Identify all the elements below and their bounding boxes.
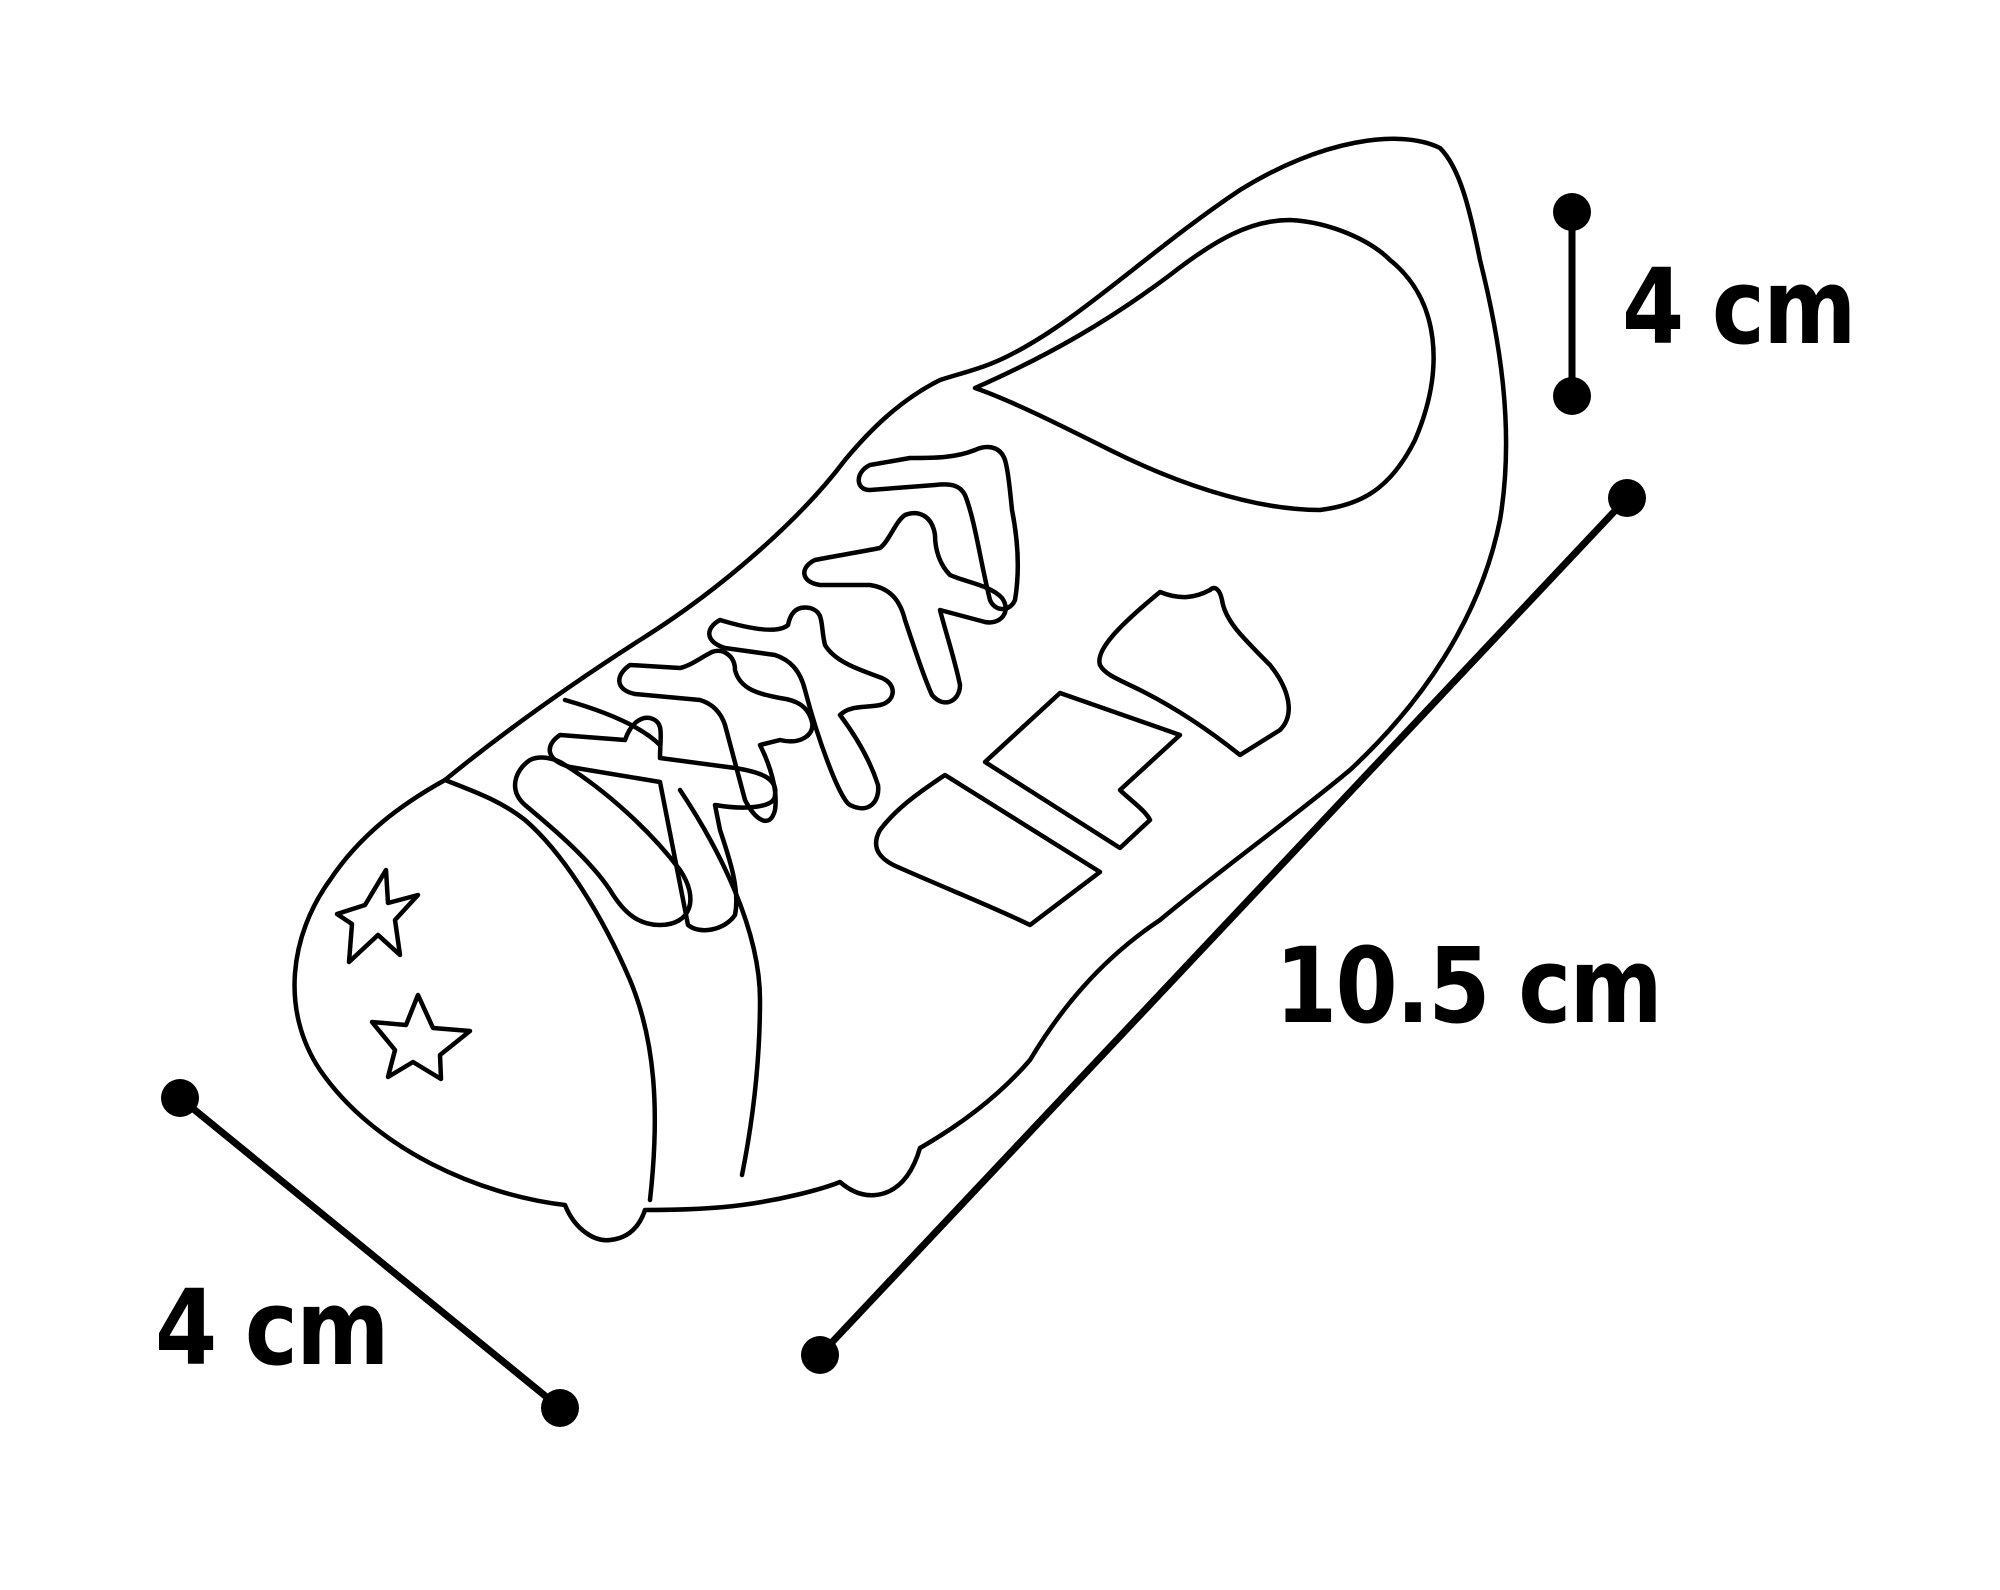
boot-laces bbox=[512, 444, 1021, 933]
star-icon bbox=[369, 992, 473, 1082]
dimension-endpoint-dot bbox=[801, 1336, 839, 1374]
toe-cap bbox=[442, 697, 663, 1203]
length-dimension-label: 10.5 cm bbox=[1275, 925, 1663, 1047]
height-dimension-label: 4 cm bbox=[1622, 246, 1856, 368]
side-stripes bbox=[873, 585, 1291, 928]
star-icon bbox=[334, 867, 421, 965]
dimension-endpoint-dot bbox=[1553, 193, 1591, 231]
dimension-endpoint-dot bbox=[161, 1079, 199, 1117]
star-icons bbox=[334, 867, 473, 1082]
length-dimension-line bbox=[801, 479, 1646, 1374]
quarter-line bbox=[677, 787, 763, 1178]
height-dimension-line bbox=[1553, 193, 1591, 415]
dimension-endpoint-dot bbox=[1553, 377, 1591, 415]
boot-collar bbox=[972, 217, 1436, 513]
width-dimension-label: 4 cm bbox=[155, 1267, 389, 1389]
dimension-endpoint-dot bbox=[1608, 479, 1646, 517]
dimension-endpoint-dot bbox=[541, 1389, 579, 1427]
width-dimension-line bbox=[161, 1079, 579, 1427]
boot-outline bbox=[292, 136, 1509, 1243]
